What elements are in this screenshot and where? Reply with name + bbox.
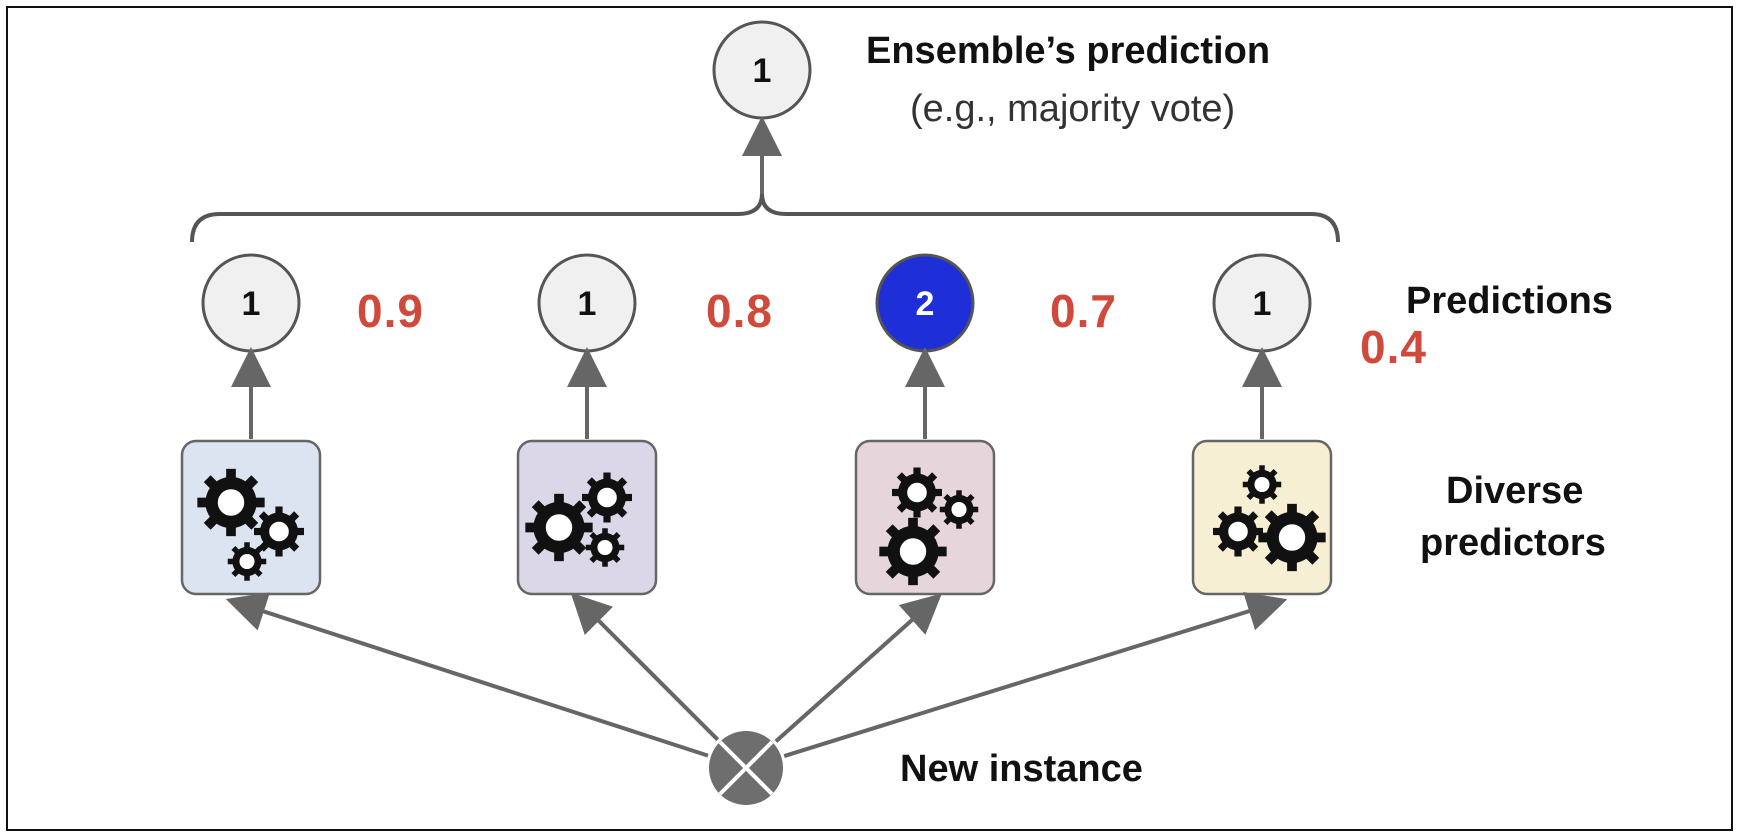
instance-arrow-4 xyxy=(783,592,1288,759)
weight-label-1: 0.9 xyxy=(357,285,424,337)
ensemble-output-node: 1 xyxy=(712,20,812,120)
prediction-node-2: 1 xyxy=(537,253,637,353)
prediction-value-1: 1 xyxy=(242,285,261,323)
predictor-box-2 xyxy=(516,439,658,596)
weight-label-2: 0.8 xyxy=(706,285,773,337)
combine-brace xyxy=(190,193,1340,243)
predictor-boxes xyxy=(180,439,1333,596)
prediction-value-4: 1 xyxy=(1253,285,1272,323)
diagram-frame xyxy=(6,6,1733,831)
predictor-box-3 xyxy=(854,439,996,596)
instance-arrow-3 xyxy=(774,593,942,743)
ensemble-title: Ensemble’s prediction xyxy=(866,30,1271,72)
prediction-node-1: 1 xyxy=(201,253,301,353)
crossed-circle-icon xyxy=(709,731,783,805)
prediction-node-4: 1 xyxy=(1212,253,1312,353)
weight-label-4: 0.4 xyxy=(1360,321,1427,373)
predictors-label-line1: Diverse xyxy=(1446,470,1584,512)
instance-arrow-1 xyxy=(225,592,709,758)
ensemble-subtitle: (e.g., majority vote) xyxy=(910,88,1236,130)
instance-arrows xyxy=(225,592,1288,759)
predictor-box-1 xyxy=(180,439,322,596)
prediction-node-3: 2 xyxy=(875,253,975,353)
predictor-arrows xyxy=(231,347,1282,439)
predictors-label-line2: predictors xyxy=(1420,522,1606,564)
new-instance-label: New instance xyxy=(900,748,1143,790)
ensemble-output-value: 1 xyxy=(753,52,772,90)
instance-arrow-2 xyxy=(570,592,720,742)
weight-label-3: 0.7 xyxy=(1050,285,1117,337)
prediction-value-3: 2 xyxy=(916,285,935,323)
predictions-label: Predictions xyxy=(1406,280,1613,322)
prediction-nodes: 1 1 2 1 xyxy=(201,253,1312,353)
predictor-box-4 xyxy=(1191,439,1333,596)
prediction-value-2: 1 xyxy=(578,285,597,323)
